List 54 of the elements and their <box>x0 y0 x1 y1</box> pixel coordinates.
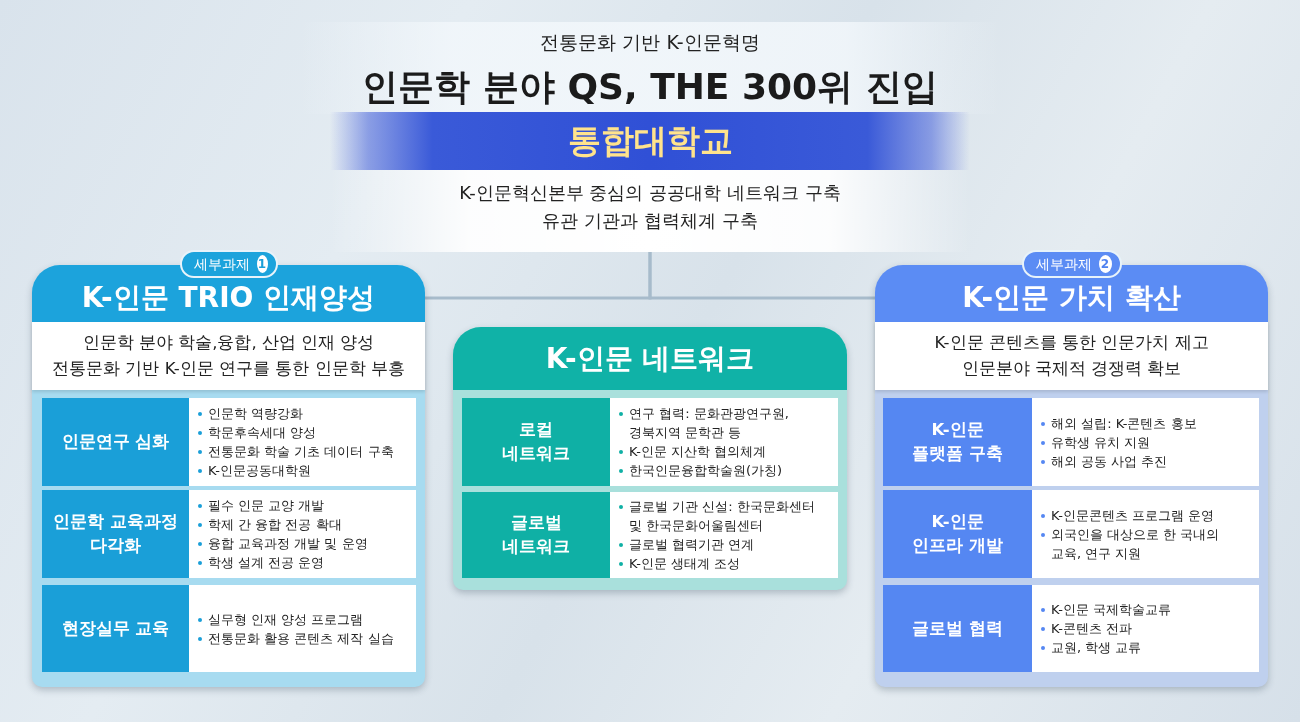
bullet-item: 학문후속세대 양성 <box>197 423 394 442</box>
step-number: 1 <box>256 255 268 273</box>
bullet-item: K-인문 지산학 협의체계 <box>618 442 838 461</box>
description-line: K-인문 콘텐츠를 통한 인문가치 제고 <box>934 332 1209 354</box>
bullet-item: 교원, 학생 교류 <box>1040 638 1171 657</box>
bullet-item: 글로벌 기관 신설: 한국문화센터 및 한국문화어울림센터 <box>618 497 838 535</box>
university-banner: 통합대학교 <box>330 112 970 170</box>
connector-line <box>648 252 875 300</box>
task-row <box>42 398 416 486</box>
row-label: 인문학 교육과정 다각화 <box>42 490 189 578</box>
task-panel <box>453 327 847 590</box>
description-line: 인문분야 국제적 경쟁력 확보 <box>961 358 1182 380</box>
task-row <box>883 490 1259 578</box>
row-label: 현장실무 교육 <box>42 585 189 672</box>
bullet-item: 유학생 유치 지원 <box>1040 432 1197 452</box>
bullet-item: 해외 공동 사업 추진 <box>1040 451 1197 471</box>
hub-description: K-인문혁신본부 중심의 공공대학 네트워크 구축 <box>458 181 842 205</box>
bullet-item: 연구 협력: 문화관광연구원, 경북지역 문학관 등 <box>618 404 838 442</box>
bullet-item: 해외 설립: K-콘텐츠 홍보 <box>1040 413 1197 433</box>
task-row <box>883 398 1259 486</box>
row-label: 로컬 네트워크 <box>462 398 610 486</box>
task-row <box>462 492 838 578</box>
bullet-item: 인문학 역량강화 <box>197 404 394 423</box>
bullet-item: 실무형 인재 양성 프로그램 <box>197 609 394 629</box>
description-line: 전통문화 기반 K-인문 연구를 통한 인문학 부흥 <box>52 358 405 380</box>
bullet-item: K-인문 국제학술교류 <box>1040 600 1171 619</box>
row-label: 글로벌 네트워크 <box>462 492 610 578</box>
main-title: 인문학 분야 QS, THE 300위 진입 <box>361 65 939 109</box>
task-row <box>42 490 416 578</box>
task-row <box>883 585 1259 672</box>
bullet-item: 전통문화 학술 기초 데이터 구축 <box>197 442 394 461</box>
row-label: K-인문 인프라 개발 <box>883 490 1032 578</box>
bullet-item: 한국인문융합학술원(가칭) <box>618 461 838 480</box>
step-number: 2 <box>1098 255 1112 273</box>
bullet-item: 전통문화 활용 콘텐츠 제작 실습 <box>197 628 394 648</box>
panel-title: K-인문 네트워크 <box>453 327 847 390</box>
row-label: 글로벌 협력 <box>883 585 1032 672</box>
hub-description: 유관 기관과 협력체계 구축 <box>541 209 759 233</box>
bullet-item: K-콘텐츠 전파 <box>1040 619 1171 638</box>
bullet-item: K-인문 생태계 조성 <box>618 554 838 573</box>
subtitle: 전통문화 기반 K-인문혁명 <box>539 30 761 55</box>
bullet-item: 학제 간 융합 전공 확대 <box>197 515 368 534</box>
bullet-item: K-인문공동대학원 <box>197 461 394 480</box>
bullet-item: 외국인을 대상으로 한 국내의 교육, 연구 지원 <box>1040 524 1259 563</box>
task-row <box>42 585 416 672</box>
row-label: K-인문 플랫폼 구축 <box>883 398 1032 486</box>
row-label: 인문연구 심화 <box>42 398 189 486</box>
bullet-item: 필수 인문 교양 개발 <box>197 496 368 515</box>
bullet-item: K-인문콘텐츠 프로그램 운영 <box>1040 505 1259 525</box>
bullet-item: 융합 교육과정 개발 및 운영 <box>197 534 368 553</box>
description-line: 인문학 분야 학술,융합, 산업 인재 양성 <box>82 332 375 354</box>
task-row <box>462 398 838 486</box>
bullet-item: 글로벌 협력기관 연계 <box>618 535 838 554</box>
bullet-item: 학생 설계 전공 운영 <box>197 553 368 572</box>
